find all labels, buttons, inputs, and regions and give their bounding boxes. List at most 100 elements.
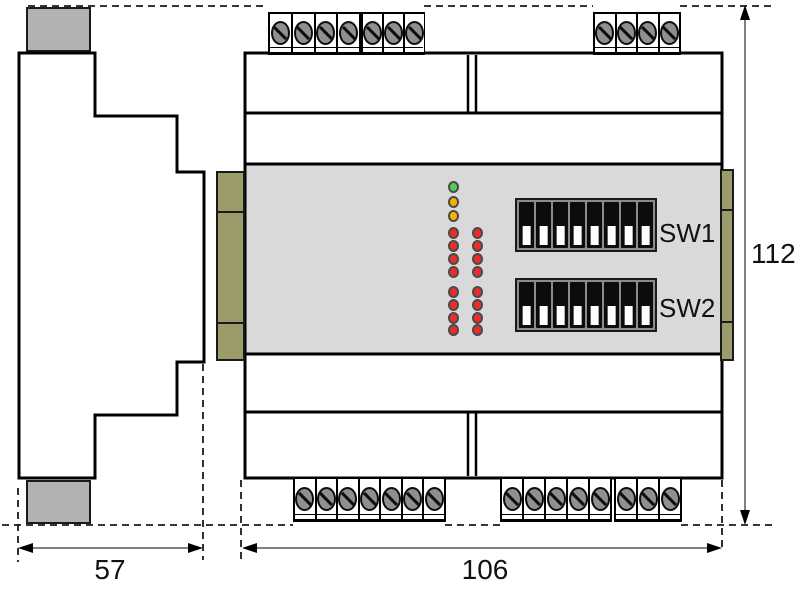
screw-slot-icon (526, 491, 542, 507)
terminal-cell (405, 14, 424, 52)
reference-dashed-lines (2, 5, 772, 562)
dip-switch-position (621, 282, 636, 328)
side-view-outline (17, 51, 206, 480)
screw-icon (270, 21, 290, 45)
screw-slot-icon (640, 491, 656, 507)
screw-icon (568, 487, 588, 511)
screw-icon (638, 21, 658, 45)
led-red (472, 240, 483, 252)
screw-icon (524, 487, 544, 511)
dip-switch-lever (573, 225, 582, 245)
led-red (472, 299, 483, 311)
screw-icon (660, 487, 680, 511)
terminal-cell (338, 14, 359, 52)
screw-slot-icon (592, 491, 608, 507)
dip-switch-lever (607, 225, 616, 245)
screw-slot-icon (407, 25, 422, 41)
dip-switch-position (621, 202, 636, 248)
led-red (472, 324, 483, 336)
led-column-status (448, 0, 459, 345)
led-red (448, 253, 459, 265)
dip-switch-position (638, 282, 653, 328)
screw-icon (363, 21, 382, 45)
dip-switch-lever (573, 305, 582, 325)
led-amber (448, 210, 459, 222)
led-red (448, 286, 459, 298)
screw-slot-icon (427, 491, 442, 507)
dimension-height-label: 112 (751, 238, 796, 269)
terminal-block-top-left-outer (268, 12, 361, 55)
side-view-mount-bottom (26, 480, 91, 524)
screw-icon (546, 487, 566, 511)
screw-icon (316, 21, 336, 45)
screw-slot-icon (619, 25, 634, 41)
led-green (448, 181, 459, 193)
screw-slot-icon (405, 491, 420, 507)
dimension-width-arrow (242, 543, 722, 553)
screw-slot-icon (618, 491, 634, 507)
led-column-io (472, 0, 483, 345)
dip-switch-lever (556, 225, 565, 245)
terminal-cell (359, 479, 382, 519)
screw-slot-icon (548, 491, 564, 507)
dip-switch-position (519, 202, 534, 248)
terminal-cell (363, 14, 384, 52)
dip-switch-position (570, 202, 585, 248)
screw-slot-icon (296, 25, 311, 41)
screw-icon (424, 487, 444, 511)
terminal-block-bottom-middle (500, 477, 612, 522)
screw-slot-icon (662, 491, 678, 507)
screw-icon (502, 487, 522, 511)
screw-icon (339, 21, 359, 45)
terminal-cell (524, 479, 546, 519)
led-red (448, 227, 459, 239)
screw-icon (405, 21, 424, 45)
sw2-label: SW2 (659, 293, 716, 323)
screw-icon (384, 21, 403, 45)
led-red (472, 312, 483, 324)
screw-slot-icon (386, 25, 401, 41)
side-connector-right (720, 169, 734, 361)
screw-slot-icon (662, 25, 677, 41)
screw-slot-icon (640, 25, 655, 41)
dip-switch-lever (522, 305, 531, 325)
dip-switch-position (536, 282, 551, 328)
terminal-block-top-right (593, 12, 681, 55)
dip-switch-bank-sw2 (515, 278, 657, 332)
led-amber (448, 196, 459, 208)
screw-slot-icon (340, 491, 356, 507)
dip-switch-position (536, 202, 551, 248)
led-red (448, 299, 459, 311)
screw-slot-icon (273, 25, 288, 41)
dip-switch-lever (590, 305, 599, 325)
dip-switch-position (604, 282, 619, 328)
led-red (448, 240, 459, 252)
dip-switch-position (519, 282, 534, 328)
screw-icon (616, 487, 636, 511)
screw-slot-icon (319, 491, 334, 507)
terminal-block-bottom-right (614, 477, 682, 522)
dip-switch-lever (641, 225, 650, 245)
terminal-cell (659, 14, 679, 52)
dip-switch-position (604, 202, 619, 248)
screw-icon (381, 487, 401, 511)
terminal-cell (295, 479, 317, 519)
terminal-cell (384, 14, 405, 52)
screw-slot-icon (297, 491, 312, 507)
dip-switch-lever (539, 225, 548, 245)
dip-switch-position (553, 282, 568, 328)
screw-icon (590, 487, 610, 511)
screw-icon (616, 21, 636, 45)
dip-switch-position (638, 202, 653, 248)
dimension-depth-arrow (18, 543, 203, 553)
terminal-cell (424, 479, 445, 519)
terminal-cell (338, 479, 360, 519)
dip-switch-lever (556, 305, 565, 325)
terminal-cell (381, 479, 403, 519)
screw-icon (316, 487, 336, 511)
dip-switch-position (570, 282, 585, 328)
dip-switch-lever (590, 225, 599, 245)
dip-switch-lever (641, 305, 650, 325)
dip-switch-lever (607, 305, 616, 325)
terminal-block-bottom-left (293, 477, 446, 522)
